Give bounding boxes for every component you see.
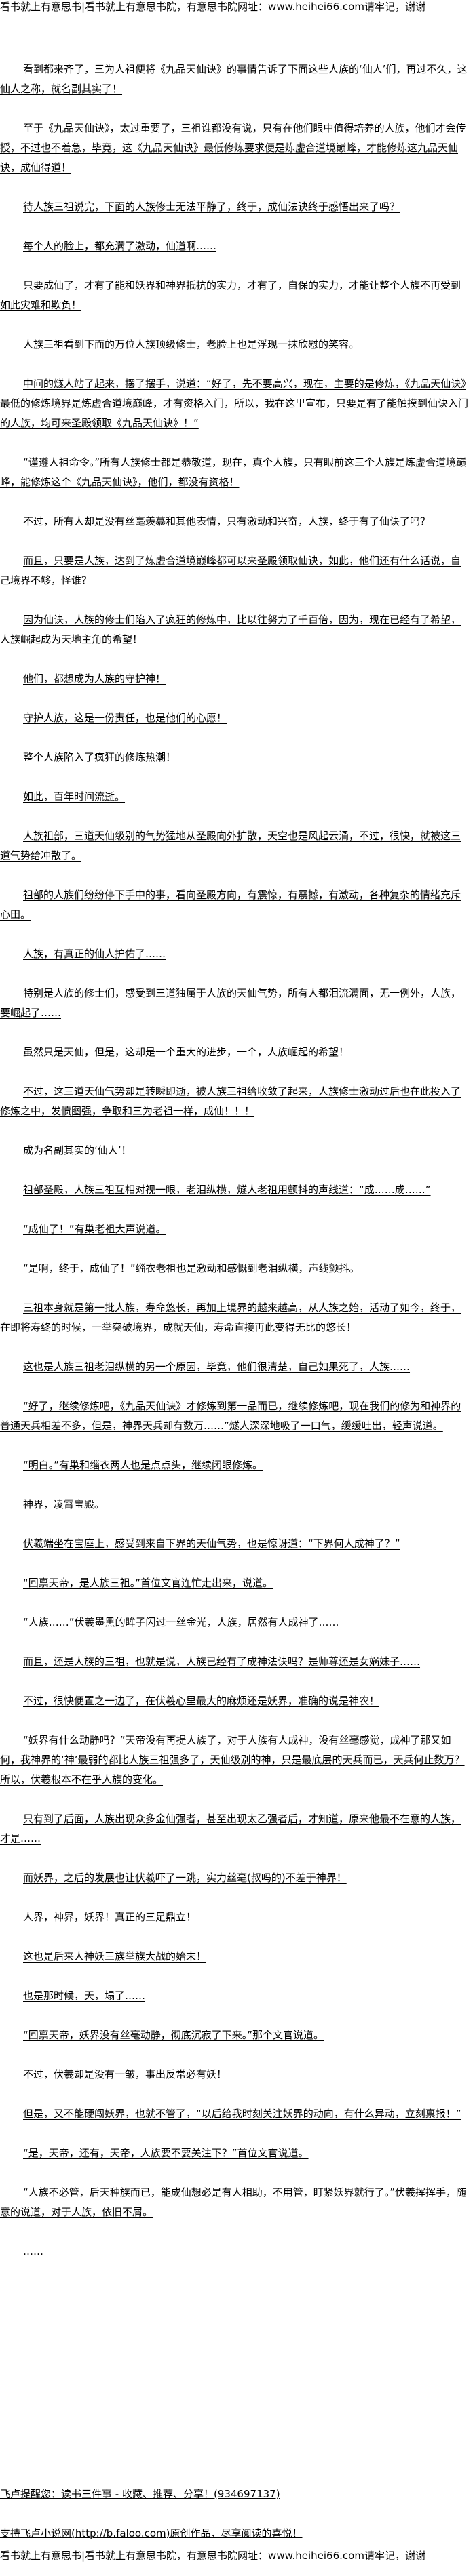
paragraph: 每个人的脸上，都充满了激动，仙道啊…… [23, 240, 217, 252]
footer-notes: 飞卢提醒您：读书三件事 - 收藏、推荐、分享！(934697137) 支持飞卢小… [0, 2484, 475, 2563]
site-banner-bottom: 看书就上有意思书|看书就上有意思书院，有意思书院网址：www.heihei66.… [0, 2550, 425, 2562]
paragraph: 也是那时候，天，塌了…… [23, 1990, 146, 2002]
paragraph: 人族，有真正的仙人护佑了…… [23, 948, 166, 960]
paragraph: 虽然只是天仙，但是，这却是一个重大的进步，一个，人族崛起的希望！ [23, 1046, 349, 1058]
paragraph: 而且，还是人族的三祖，也就是说，人族已经有了成神法诀吗？是师尊还是女娲妹子…… [23, 1655, 421, 1668]
paragraph: 他们，都想成为人族的守护神！ [23, 672, 166, 685]
paragraph: 不过，所有人却是没有丝毫羡慕和其他表情，只有激动和兴奋，人族，终于有了仙诀了吗？ [23, 515, 431, 527]
paragraph: 三祖本身就是第一批人族，寿命悠长，再加上境界的越来越高，从人族之始，活动了如今，… [0, 1302, 461, 1333]
paragraph: 看到都来齐了，三为人祖便将《九品天仙诀》的事情告诉了下面这些人族的‘仙人’们，再… [0, 63, 468, 95]
paragraph: “是啊，终于，成仙了！”缁衣老祖也是激动和感慨到老泪纵横，声线颤抖。 [23, 1262, 360, 1274]
paragraph: “明白。”有巢和缁衣两人也是点点头，继续闭眼修炼。 [23, 1459, 263, 1471]
paragraph: 人族三祖看到下面的万位人族顶级修士，老脸上也是浮现一抹欣慰的笑容。 [23, 338, 360, 350]
paragraph: 特别是人族的修士们，感受到三道独属于人族的天仙气势，所有人都泪流满面，无一例外，… [0, 987, 461, 1019]
paragraph: “成仙了！”有巢老祖大声说道。 [23, 1223, 166, 1235]
paragraph: 不过，这三道天仙气势却是转瞬即逝，被人族三祖给收敛了起来，人族修士激动过后也在此… [0, 1085, 461, 1117]
paragraph: 但是，又不能硬闯妖界，也就不管了，“以后给我时刻关注妖界的动向，有什么异动，立刻… [23, 2108, 461, 2120]
paragraph: 人界，神界，妖界！真正的三足鼎立！ [23, 1911, 197, 1923]
paragraph: 因为仙诀，人族的修士们陷入了疯狂的修炼中，比以往努力了千百倍，因为，现在已经有了… [0, 613, 461, 645]
site-banner-top: 看书就上有意思书|看书就上有意思书院，有意思书院网址：www.heihei66.… [0, 1, 425, 13]
paragraph: 不过，很快便置之一边了，在伏羲心里最大的麻烦还是妖界，准确的说是神农！ [23, 1695, 380, 1707]
paragraph: “人族不必管，后天种族而已，能成仙想必是有人相助，不用管，盯紧妖界就行了。”伏羲… [0, 2186, 467, 2218]
support-faloo-link[interactable]: 支持飞卢小说网(http://b.faloo.com)原创作品，尽享阅读的喜悦！ [0, 2527, 303, 2539]
paragraph: 整个人族陷入了疯狂的修炼热潮！ [23, 751, 176, 763]
paragraph: 伏羲端坐在宝座上，感受到来自下界的天仙气势，也是惊讶道：“下界何人成神了？” [23, 1537, 400, 1550]
paragraph: 人族祖部，三道天仙级别的气势猛地从圣殿向外扩散，天空也是风起云涌，不过，很快，就… [0, 830, 461, 862]
paragraph: 不过，伏羲却是没有一皱，事出反常必有妖！ [23, 2068, 227, 2080]
paragraph: “回禀天帝，妖界没有丝毫动静，彻底沉寂了下来。”那个文官说道。 [23, 2029, 324, 2041]
paragraph: “回禀天帝，是人族三祖。”首位文官连忙走出来，说道。 [23, 1577, 273, 1589]
paragraph: 成为名副其实的‘仙人’！ [23, 1144, 132, 1156]
paragraph: 而妖界，之后的发展也让伏羲吓了一跳，实力丝毫(叔吗的)不差于神界！ [23, 1872, 347, 1884]
paragraph: …… [23, 2245, 43, 2257]
paragraph: “人族……”伏羲墨黑的眸子闪过一丝金光，人族，居然有人成神了…… [23, 1616, 339, 1628]
paragraph: 待人族三祖说完，下面的人族修士无法平静了，终于，成仙法诀终于感悟出来了吗？ [23, 201, 400, 213]
paragraph: 如此，百年时间流逝。 [23, 790, 126, 803]
paragraph: 而且，只要是人族，达到了炼虚合道境巅峰都可以来圣殿领取仙诀，如此，他们还有什么话… [0, 555, 461, 586]
paragraph: 祖部圣殿，人族三祖互相对视一眼，老泪纵横，燧人老祖用颤抖的声线道：“成……成……… [23, 1184, 431, 1196]
chapter-text: 看到都来齐了，三为人祖便将《九品天仙诀》的事情告诉了下面这些人族的‘仙人’们，再… [0, 60, 468, 2281]
paragraph: 只有到了后面，人族出现众多金仙强者，甚至出现太乙强者后，才知道，原来他最不在意的… [0, 1813, 461, 1845]
paragraph: “好了，继续修炼吧，《九品天仙诀》才修炼到第一品而已，继续修炼吧，现在我们的修为… [0, 1400, 461, 1432]
paragraph: “妖界有什么动静吗？”天帝没有再提人族了，对于人族有人成神，没有丝毫感觉，成神了… [0, 1734, 465, 1786]
paragraph: “是，天帝，还有，天帝，人族要不要关注下？”首位文官说道。 [23, 2147, 309, 2159]
paragraph: 这也是人族三祖老泪纵横的另一个原因，毕竟，他们很清楚，自己如果死了，人族…… [23, 1361, 411, 1373]
paragraph: 守护人族，这是一份责任，也是他们的心愿！ [23, 712, 227, 724]
paragraph: 这也是后来人神妖三族举族大战的始末！ [23, 1950, 207, 1963]
reading-reminder: 飞卢提醒您：读书三件事 - 收藏、推荐、分享！(934697137) [0, 2488, 280, 2500]
paragraph: 祖部的人族们纷纷停下手中的事，看向圣殿方向，有震惊，有震撼，有激动，各种复杂的情… [0, 889, 461, 921]
paragraph: “谨遵人祖命令。”所有人族修士都是恭敬道，现在，真个人族，只有眼前这三个人族是炼… [0, 456, 467, 488]
paragraph: 神界，凌霄宝殿。 [23, 1498, 105, 1510]
paragraph: 只要成仙了，才有了能和妖界和神界抵抗的实力，才有了，自保的实力，才能让整个人族不… [0, 279, 461, 311]
paragraph: 中间的燧人站了起来，摆了摆手，说道：“好了，先不要高兴，现在，主要的是修炼，《九… [0, 378, 469, 429]
paragraph: 至于《九品天仙诀》，太过重要了，三祖谁都没有说，只有在他们眼中值得培养的人族，他… [0, 122, 466, 174]
